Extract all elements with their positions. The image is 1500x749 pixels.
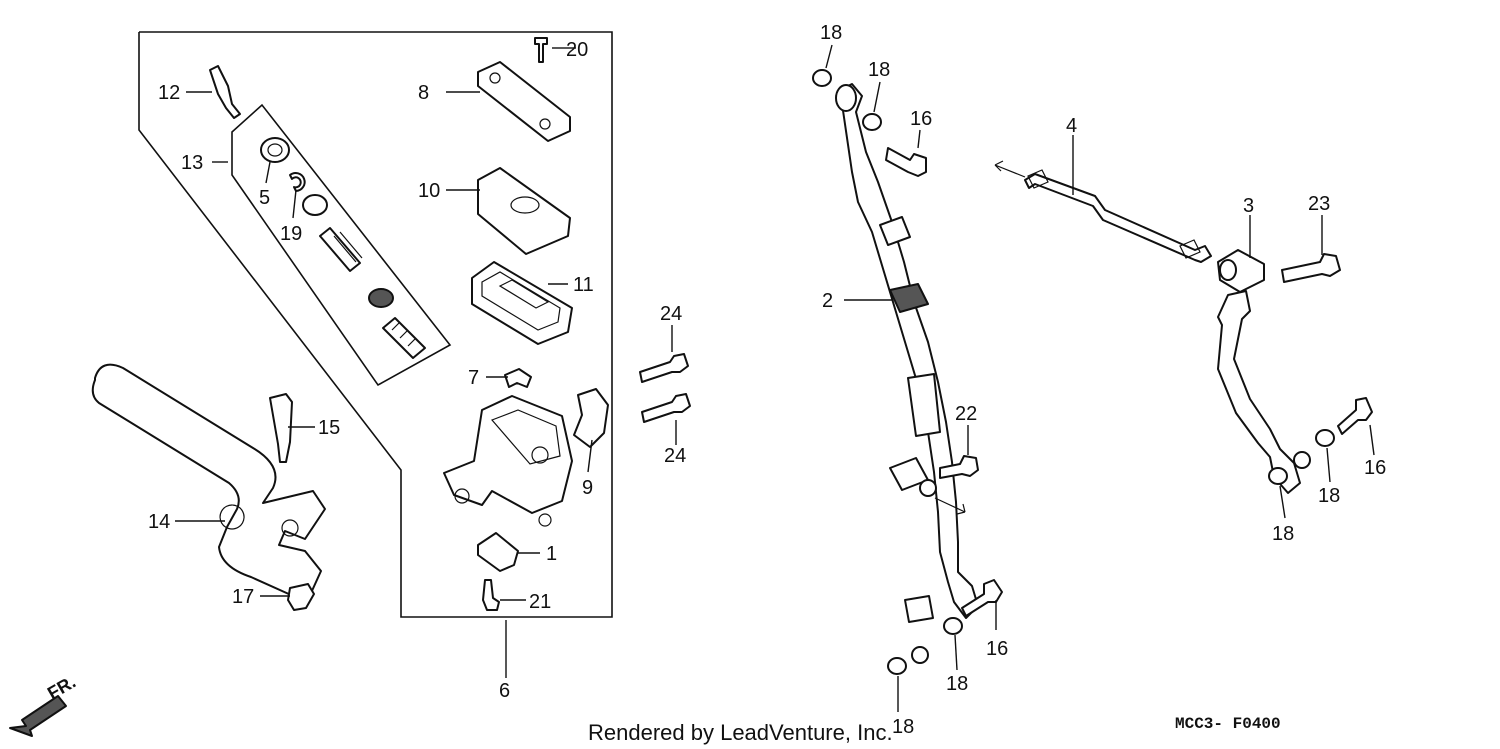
callout-7: 7 xyxy=(468,367,479,389)
seal-washer xyxy=(302,194,328,216)
brake-hose-2 xyxy=(835,83,979,664)
nut-17 xyxy=(287,583,315,611)
front-arrow-icon xyxy=(9,695,67,737)
lever-14 xyxy=(91,363,326,596)
banjo-bolt-16c xyxy=(1337,397,1373,435)
boot-5 xyxy=(260,137,290,163)
banjo-bolt-16b xyxy=(961,579,1003,617)
callout-18-top: 18 xyxy=(820,22,842,44)
screw-20 xyxy=(534,37,548,63)
master-cylinder-body xyxy=(443,395,573,527)
callout-10: 10 xyxy=(418,180,440,202)
callout-18-bottom: 18 xyxy=(892,716,914,738)
holder-9 xyxy=(573,388,609,448)
screw-21 xyxy=(482,579,500,611)
callout-18-top2: 18 xyxy=(868,59,890,81)
front-direction-indicator: FR. xyxy=(9,672,79,737)
callout-8: 8 xyxy=(418,82,429,104)
washer-18f xyxy=(1315,429,1335,447)
callout-3: 3 xyxy=(1243,195,1254,217)
callout-18-mid: 18 xyxy=(946,673,968,695)
washer-18c xyxy=(943,617,963,635)
piston xyxy=(319,227,363,272)
washer-18e xyxy=(1268,467,1288,485)
callout-5: 5 xyxy=(259,187,270,209)
bolt-22 xyxy=(939,455,979,479)
assembly-frame xyxy=(138,31,613,618)
callout-9: 9 xyxy=(582,477,593,499)
callout-16-lower: 16 xyxy=(986,638,1008,660)
bolt-23 xyxy=(1281,253,1341,283)
circlip-19 xyxy=(289,172,306,192)
callout-4: 4 xyxy=(1066,115,1077,137)
washer-18b xyxy=(862,113,882,131)
switch-1 xyxy=(477,532,519,572)
callout-21: 21 xyxy=(529,591,551,613)
callout-24-top: 24 xyxy=(660,303,682,325)
callout-17: 17 xyxy=(232,586,254,608)
spring xyxy=(382,317,426,359)
credit-text: Rendered by LeadVenture, Inc. xyxy=(588,720,893,745)
callout-2: 2 xyxy=(822,290,833,312)
brake-pipe-4 xyxy=(1024,169,1212,263)
clip-7 xyxy=(504,368,532,388)
callout-16-right: 16 xyxy=(1364,457,1386,479)
direction-arrow-lower xyxy=(934,497,966,515)
diaphragm-11 xyxy=(471,261,573,345)
callout-11: 11 xyxy=(573,274,594,296)
callout-18-right1: 18 xyxy=(1272,523,1294,545)
leader-lines xyxy=(175,44,1375,712)
joint-3 xyxy=(1217,249,1265,293)
cup-seal xyxy=(368,288,394,308)
piston-kit-frame xyxy=(231,103,452,387)
callout-13: 13 xyxy=(181,152,203,174)
reservoir-cap-8 xyxy=(477,61,571,142)
callout-12: 12 xyxy=(158,82,180,104)
bolt-12 xyxy=(209,65,241,119)
diagram-code: MCC3- F0400 xyxy=(1175,715,1281,733)
callout-14: 14 xyxy=(148,511,170,533)
callout-16-upper: 16 xyxy=(910,108,932,130)
callout-1: 1 xyxy=(546,543,557,565)
brake-hose-lower xyxy=(1217,290,1311,494)
direction-arrow-upper xyxy=(994,160,1026,178)
callout-18-right2: 18 xyxy=(1318,485,1340,507)
bolt-24a xyxy=(639,353,689,383)
washer-18a xyxy=(812,69,832,87)
callout-23: 23 xyxy=(1308,193,1330,215)
callout-24-bottom: 24 xyxy=(664,445,686,467)
washer-18d xyxy=(887,657,907,675)
callout-20: 20 xyxy=(566,39,588,61)
callout-labels: 1 2 3 4 5 6 7 8 9 10 11 12 13 14 15 16 1… xyxy=(148,22,1386,738)
diaphragm-plate-10 xyxy=(477,167,571,255)
callout-22: 22 xyxy=(955,403,977,425)
callout-15: 15 xyxy=(318,417,340,439)
callout-19: 19 xyxy=(280,223,302,245)
pivot-bolt-15 xyxy=(269,393,293,463)
banjo-bolt-16a xyxy=(885,147,927,177)
bolt-24b xyxy=(641,393,691,423)
callout-6: 6 xyxy=(499,680,510,702)
front-label: FR. xyxy=(44,672,79,704)
